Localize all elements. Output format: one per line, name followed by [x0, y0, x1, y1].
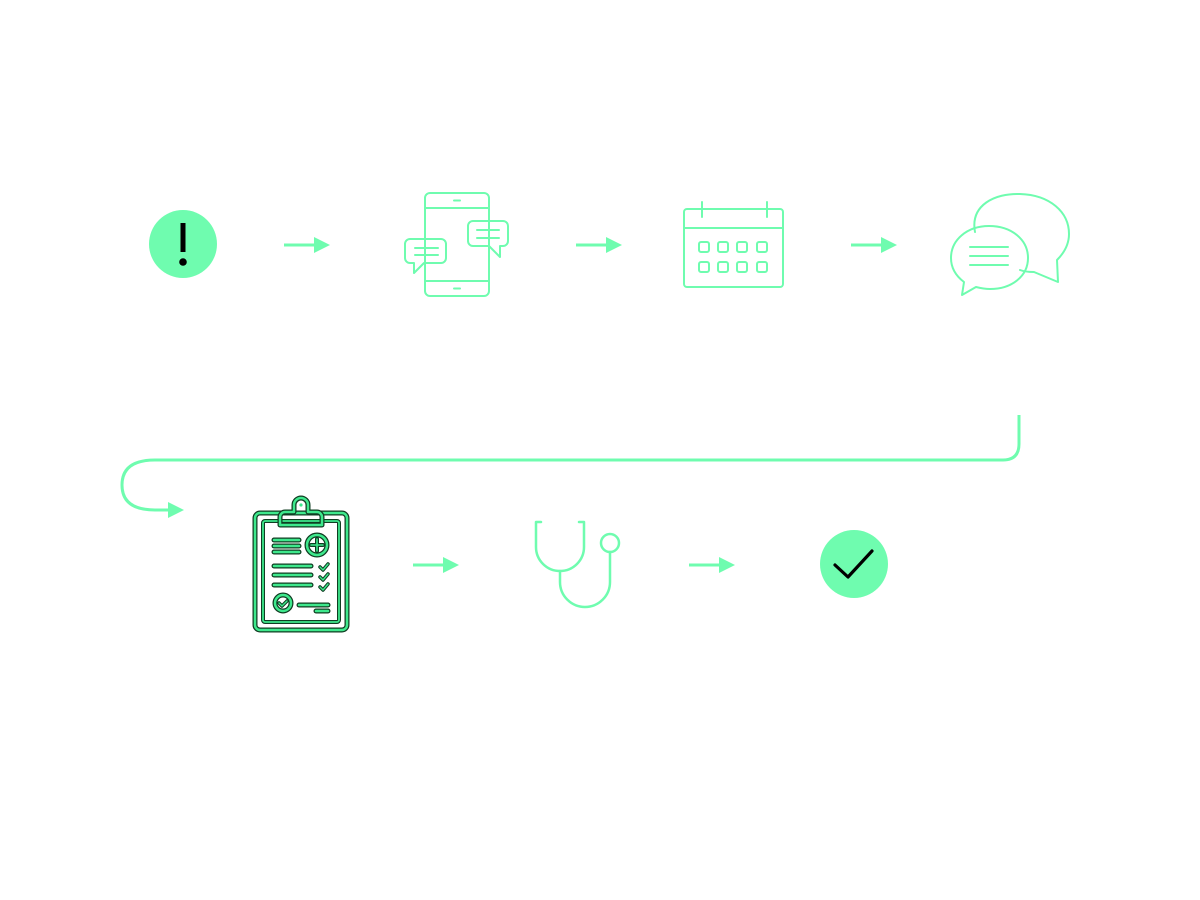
arrow-alert-to-mobile [284, 237, 330, 253]
smartphone-chat-icon [404, 192, 509, 297]
arrow-stethoscope-to-done [689, 557, 735, 573]
arrow-mobile-to-calendar [576, 237, 622, 253]
step-alert [149, 210, 217, 278]
arrow-calendar-to-conversation [851, 237, 897, 253]
step-done [820, 530, 888, 598]
speech-bubbles-icon [950, 192, 1070, 296]
arrow-report-to-stethoscope [413, 557, 459, 573]
checkmark-icon [833, 549, 874, 579]
exclamation-icon [179, 223, 187, 266]
arrow-conversation-to-report [120, 415, 1021, 518]
clipboard-medical-icon [252, 495, 350, 633]
stethoscope-icon [534, 520, 621, 609]
calendar-icon [683, 201, 784, 288]
done-circle [820, 530, 888, 598]
